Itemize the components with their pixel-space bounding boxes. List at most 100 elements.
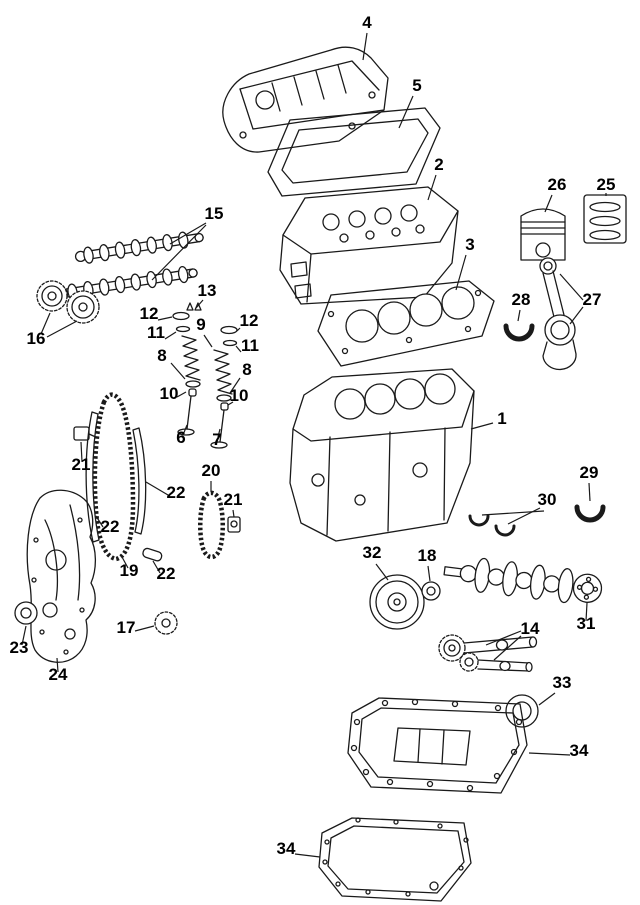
callout-29: 29 xyxy=(580,463,599,482)
callout-11-left: 11 xyxy=(147,323,165,342)
crank-pulley xyxy=(369,574,425,630)
callout-25: 25 xyxy=(597,175,616,194)
callout-10-left: 10 xyxy=(160,384,179,403)
callout-6: 6 xyxy=(176,428,185,447)
callout-28: 28 xyxy=(512,290,531,309)
leader-23 xyxy=(21,625,27,646)
leader-11-left xyxy=(164,331,177,340)
piston-ring-set xyxy=(583,194,627,244)
callout-4: 4 xyxy=(362,13,372,32)
leader-22-b xyxy=(152,560,161,574)
leader-30-a xyxy=(507,507,541,525)
cam-sprockets xyxy=(36,280,100,324)
leader-34-upper xyxy=(528,752,571,756)
rod-bearing xyxy=(503,323,535,342)
balance-shafts xyxy=(438,634,538,673)
piston xyxy=(520,208,566,261)
callout-27: 27 xyxy=(583,290,602,309)
callout-16: 16 xyxy=(27,329,46,348)
callout-12-left: 12 xyxy=(140,304,159,323)
leader-11-right xyxy=(235,345,242,353)
callout-32: 32 xyxy=(363,543,382,562)
leader-30-b xyxy=(481,510,545,516)
valve-cover xyxy=(222,46,389,153)
engine-block xyxy=(289,368,475,542)
leader-22-c xyxy=(95,515,104,528)
callout-2: 2 xyxy=(434,155,443,174)
leader-29 xyxy=(588,482,591,502)
timing-cover xyxy=(26,489,97,663)
leader-14-b xyxy=(493,635,522,661)
timing-chain-assembly xyxy=(73,392,241,635)
leader-10-right xyxy=(227,401,234,406)
callout-24: 24 xyxy=(49,665,68,684)
leader-3 xyxy=(455,254,467,291)
leader-6 xyxy=(182,424,188,436)
leader-27-b xyxy=(569,306,584,325)
callout-22-c: 22 xyxy=(101,517,120,536)
leader-15-a xyxy=(169,222,207,245)
upper-oil-pan xyxy=(347,697,528,794)
callout-20: 20 xyxy=(202,461,221,480)
thrust-washers xyxy=(468,514,516,537)
leader-1 xyxy=(470,422,494,430)
leader-31 xyxy=(585,602,588,622)
valve-cover-gasket xyxy=(267,107,441,197)
callout-9: 9 xyxy=(196,315,205,334)
leader-21-left xyxy=(80,441,83,463)
callout-22-b: 22 xyxy=(157,564,176,583)
callout-8-right: 8 xyxy=(242,360,251,379)
leader-32 xyxy=(375,563,389,581)
leader-33 xyxy=(538,692,556,706)
leader-13 xyxy=(195,299,204,309)
leader-26 xyxy=(544,194,553,213)
leader-34-lower xyxy=(294,853,321,858)
callout-31: 31 xyxy=(577,614,596,633)
callout-14: 14 xyxy=(521,619,540,638)
leader-19 xyxy=(121,556,129,569)
callout-26: 26 xyxy=(548,175,567,194)
callout-34-upper: 34 xyxy=(570,741,589,760)
callout-1: 1 xyxy=(497,409,506,428)
callout-33: 33 xyxy=(553,673,572,692)
callout-15: 15 xyxy=(205,204,224,223)
leader-lines xyxy=(21,32,607,858)
crankshaft xyxy=(443,557,603,604)
callout-7: 7 xyxy=(212,430,221,449)
leader-5 xyxy=(398,95,414,129)
leader-21-right xyxy=(232,509,235,518)
callout-10-right: 10 xyxy=(230,386,249,405)
callout-21-right: 21 xyxy=(224,490,243,509)
leader-16-b xyxy=(46,320,78,338)
front-crank-seal xyxy=(14,601,38,625)
leader-28 xyxy=(517,309,521,322)
cylinder-head xyxy=(279,186,459,305)
leader-7 xyxy=(217,428,221,438)
callout-30: 30 xyxy=(538,490,557,509)
connecting-rod xyxy=(539,257,577,371)
callout-21-left: 21 xyxy=(72,455,91,474)
leader-17 xyxy=(134,625,155,632)
valve-components xyxy=(172,302,238,449)
callout-12-right: 12 xyxy=(240,311,259,330)
main-bearing xyxy=(574,504,606,523)
leader-27-a xyxy=(559,273,584,301)
callout-labels: 4 5 2 3 26 25 27 28 15 16 13 12 12 11 11… xyxy=(10,13,616,858)
leader-18 xyxy=(427,565,431,582)
callout-34-lower: 34 xyxy=(277,839,296,858)
head-gasket xyxy=(317,280,495,367)
leader-8-left xyxy=(170,362,186,380)
leader-12-right xyxy=(236,327,241,332)
callout-18: 18 xyxy=(418,546,437,565)
callout-8-left: 8 xyxy=(157,346,166,365)
leader-22-a xyxy=(145,481,169,496)
leader-12-left xyxy=(157,316,173,321)
lower-oil-pan xyxy=(318,817,472,902)
pulley-washer xyxy=(421,581,441,601)
callout-17: 17 xyxy=(117,618,136,637)
leader-15-b xyxy=(151,224,207,281)
camshafts xyxy=(57,231,204,301)
leader-24 xyxy=(56,657,59,673)
callout-22-a: 22 xyxy=(167,483,186,502)
